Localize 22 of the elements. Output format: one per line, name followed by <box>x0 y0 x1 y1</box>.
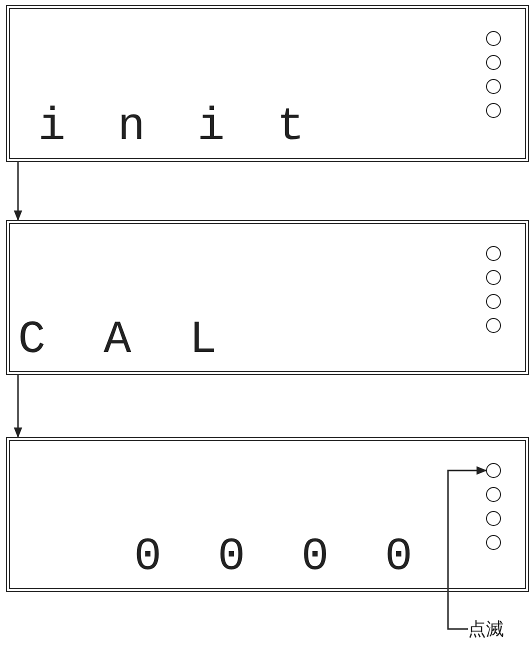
display-panel <box>6 437 529 592</box>
indicator-lamp <box>486 246 501 261</box>
indicator-lamp <box>486 511 501 526</box>
indicator-lamp <box>486 79 501 94</box>
display-panel <box>6 5 529 162</box>
display-readout: CAL <box>18 317 275 363</box>
indicator-lamp <box>486 294 501 309</box>
display-panel <box>6 220 529 375</box>
indicator-lamp <box>486 463 501 478</box>
callout-text: 点滅 <box>468 620 504 638</box>
indicator-lamp <box>486 535 501 550</box>
arrow <box>14 162 22 222</box>
display-readout: 0000 <box>134 534 468 580</box>
indicator-lamp <box>486 270 501 285</box>
arrow <box>14 375 22 438</box>
display-readout: init <box>38 104 356 150</box>
indicator-lamp <box>486 31 501 46</box>
indicator-lamp <box>486 487 501 502</box>
indicator-lamp <box>486 55 501 70</box>
indicator-lamp <box>486 318 501 333</box>
leader-line <box>447 466 488 630</box>
indicator-lamp <box>486 103 501 118</box>
